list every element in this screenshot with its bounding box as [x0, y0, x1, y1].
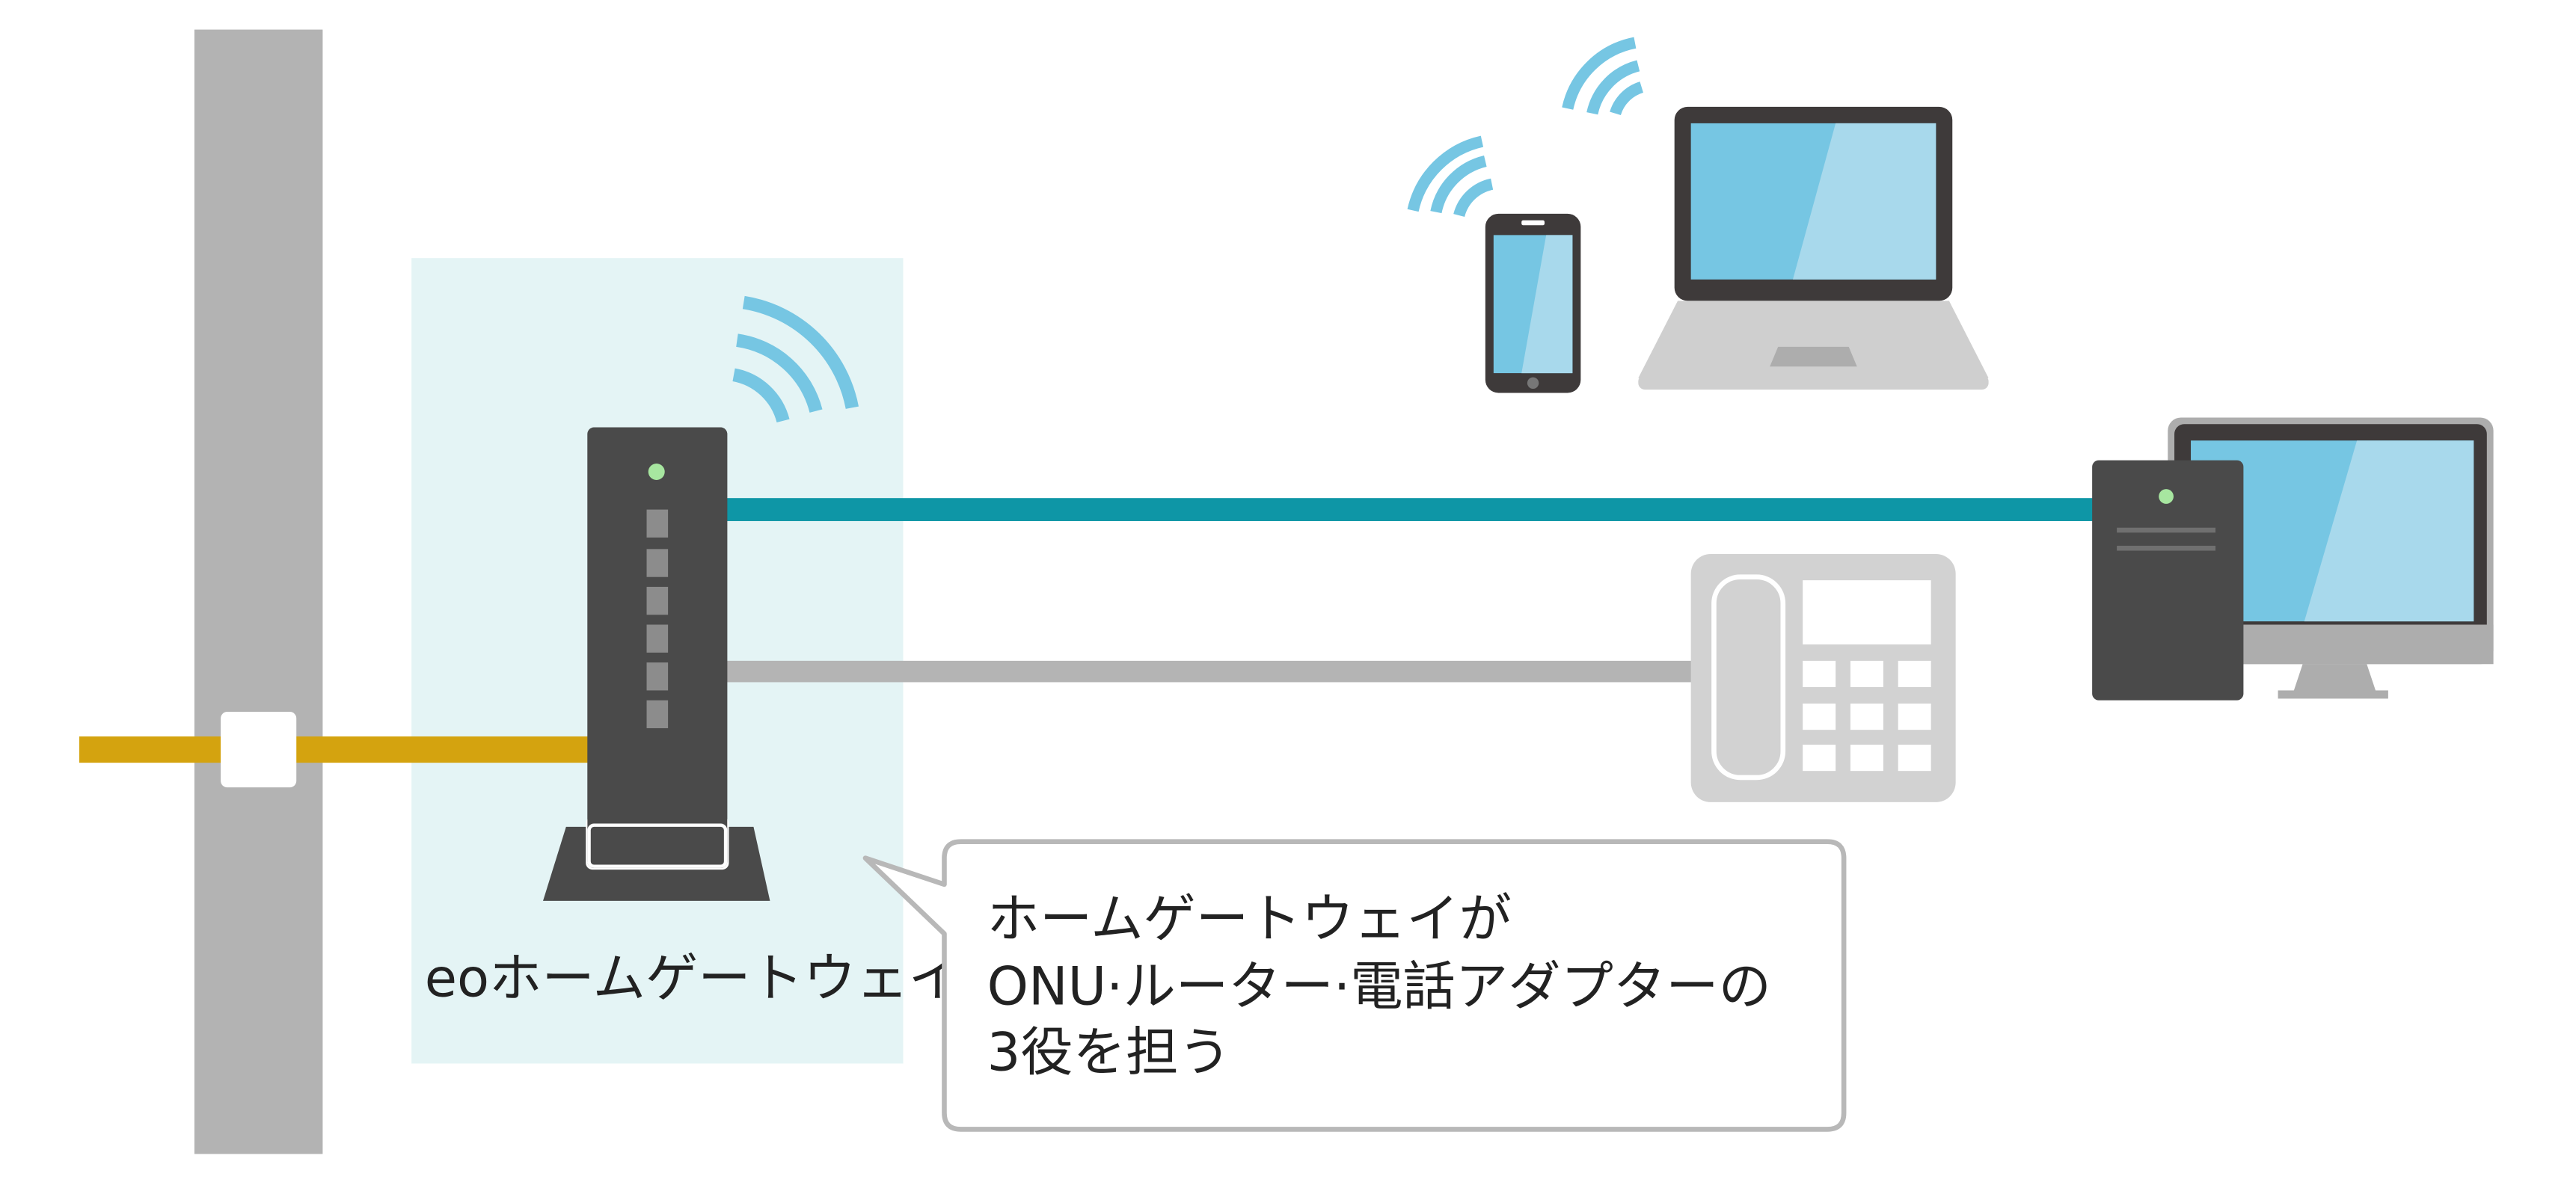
wifi-signal-icon [1562, 37, 1644, 116]
home-gateway-icon [543, 427, 770, 901]
gateway-label: eoホームゲートウェイ [425, 947, 961, 1009]
utility-pole [194, 29, 323, 1154]
callout-line-3: 3役を担う [987, 1021, 1231, 1083]
laptop-icon [1638, 106, 1989, 390]
fiber-connector-box [221, 712, 297, 788]
phone-cable [726, 660, 1696, 683]
wifi-signal-icon [1407, 135, 1494, 218]
lan-cable [726, 498, 2099, 521]
callout-bubble [862, 839, 1847, 1132]
callout-line-2: ONU·ルーター·電話アダプターの [987, 956, 1771, 1017]
callout-line-1: ホームゲートウェイが [987, 888, 1512, 950]
desktop-pc-icon [2092, 417, 2494, 701]
fiber-line [79, 736, 592, 763]
wifi-signal-icon [732, 295, 859, 423]
smartphone-icon [1485, 213, 1581, 393]
landline-phone-icon [1690, 553, 1956, 802]
